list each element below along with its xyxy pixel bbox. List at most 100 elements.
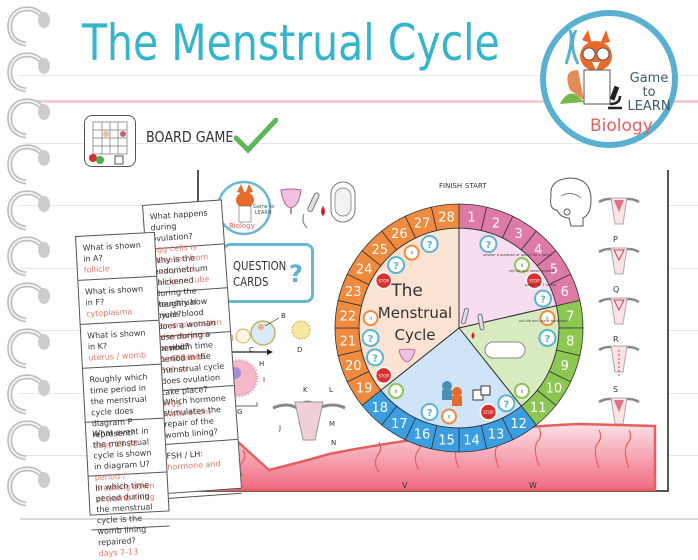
svg-text:K: K <box>303 386 308 394</box>
svg-text:18: 18 <box>372 401 389 416</box>
svg-text:P: P <box>613 235 618 244</box>
svg-text:19: 19 <box>356 382 373 397</box>
svg-text:26: 26 <box>391 227 408 242</box>
svg-text:12: 12 <box>510 417 527 432</box>
svg-text:N: N <box>331 439 336 447</box>
svg-text:24: 24 <box>356 262 373 277</box>
svg-text:7: 7 <box>566 309 574 324</box>
question-card[interactable]: What is shown in A?follicle <box>76 232 157 281</box>
svg-text:B: B <box>281 312 286 320</box>
card-question: What happens during ovulation? <box>149 208 208 244</box>
spiral-ring-icon <box>7 6 50 47</box>
card-question: What event in the menstrual cycle is sho… <box>92 426 152 472</box>
svg-text:Biology: Biology <box>229 222 255 230</box>
svg-text:?: ? <box>485 240 491 251</box>
question-card[interactable]: What event in the menstrual cycle is sho… <box>85 418 167 504</box>
spiral-ring-icon <box>7 144 50 185</box>
svg-text:?: ? <box>372 353 378 364</box>
svg-text:V: V <box>402 481 408 490</box>
svg-text:Menstrual: Menstrual <box>378 304 452 322</box>
svg-text:II: II <box>448 414 450 419</box>
svg-text:STOP: STOP <box>378 373 389 378</box>
svg-text:10: 10 <box>546 382 563 397</box>
svg-text:28: 28 <box>438 211 455 226</box>
card-answer: days 7-13 <box>98 547 139 559</box>
svg-text:H: H <box>259 360 264 368</box>
svg-text:LEARN: LEARN <box>255 210 272 216</box>
notebook-rule <box>20 75 698 76</box>
svg-text:1: 1 <box>467 211 475 226</box>
spiral-ring-icon <box>7 190 50 231</box>
spiral-ring-icon <box>7 236 50 277</box>
svg-text:14: 14 <box>463 433 480 448</box>
svg-text:?: ? <box>427 408 433 419</box>
svg-text:6: 6 <box>561 285 569 300</box>
svg-text:II: II <box>369 316 371 321</box>
product-type-label: BOARD GAME <box>146 128 234 146</box>
svg-text:R: R <box>613 335 619 344</box>
svg-text:roll die and move backward: roll die and move backward <box>519 319 568 323</box>
svg-text:II: II <box>546 316 548 321</box>
svg-text:20: 20 <box>345 359 362 374</box>
question-card[interactable]: Roughly which time period in the menstru… <box>82 364 164 450</box>
spiral-ring-icon <box>7 420 50 461</box>
svg-text:15: 15 <box>438 433 455 448</box>
svg-text:21: 21 <box>339 335 356 350</box>
spiral-ring-icon <box>7 466 50 507</box>
start-label: START <box>465 182 487 190</box>
svg-text:II: II <box>521 389 523 394</box>
svg-text:8: 8 <box>566 335 574 350</box>
svg-text:Cycle: Cycle <box>395 326 436 344</box>
question-card[interactable]: What is shown in F?cytoplasma <box>78 276 159 325</box>
spiral-ring-icon <box>7 52 50 93</box>
question-card[interactable]: FSH / LH:hormone and <box>159 439 242 500</box>
notebook-rule <box>20 518 698 520</box>
svg-text:D: D <box>297 346 302 354</box>
svg-text:?: ? <box>503 399 509 410</box>
svg-text:Game to: Game to <box>253 204 275 210</box>
game-board: Game to LEARN Biology A B C D E <box>197 170 669 492</box>
card-answer: follicle <box>83 264 110 275</box>
svg-text:STOP: STOP <box>529 279 540 284</box>
svg-text:G: G <box>237 408 242 416</box>
microscope-icon <box>608 86 622 110</box>
svg-text:W: W <box>529 481 537 490</box>
svg-text:STOP: STOP <box>483 410 494 415</box>
notebook-margin-rule <box>20 100 698 103</box>
svg-text:2: 2 <box>492 216 500 231</box>
board-artwork: Game to LEARN Biology A B C D E <box>209 177 657 492</box>
svg-text:25: 25 <box>372 243 389 258</box>
svg-text:9: 9 <box>561 359 569 374</box>
question-card[interactable]: What is shown in K?uterus / womb <box>80 320 161 369</box>
svg-text:3: 3 <box>514 227 522 242</box>
svg-text:23: 23 <box>345 285 362 300</box>
svg-text:5: 5 <box>550 262 558 277</box>
svg-text:?: ? <box>368 334 374 345</box>
spiral-ring-icon <box>7 98 50 139</box>
card-answer: uterus / womb <box>88 350 147 363</box>
board-game-icon <box>84 115 136 167</box>
svg-text:13: 13 <box>488 428 505 443</box>
fox-scientist-icon <box>560 30 612 105</box>
svg-text:22: 22 <box>339 309 356 324</box>
svg-text:?: ? <box>540 295 546 306</box>
page-title: The Menstrual Cycle <box>82 14 500 72</box>
svg-text:?: ? <box>393 261 399 272</box>
svg-text:16: 16 <box>414 428 431 443</box>
game-to-learn-logo: Game to LEARN Biology <box>540 10 678 148</box>
question-card[interactable]: In which time period during the menstrua… <box>88 472 170 558</box>
checkmark-icon <box>234 118 278 154</box>
svg-text:S: S <box>613 385 618 394</box>
svg-text:?: ? <box>545 334 551 345</box>
svg-text:L: L <box>329 386 333 394</box>
question-mark-icon: ? <box>289 260 303 288</box>
svg-text:J: J <box>278 424 281 432</box>
svg-text:M: M <box>329 420 335 428</box>
svg-text:The: The <box>390 281 423 301</box>
spiral-ring-icon <box>7 328 50 369</box>
question-cards-label: QUESTION CARDS ? <box>222 243 314 303</box>
svg-text:?: ? <box>427 240 433 251</box>
logo-subject: Biology <box>590 116 653 136</box>
